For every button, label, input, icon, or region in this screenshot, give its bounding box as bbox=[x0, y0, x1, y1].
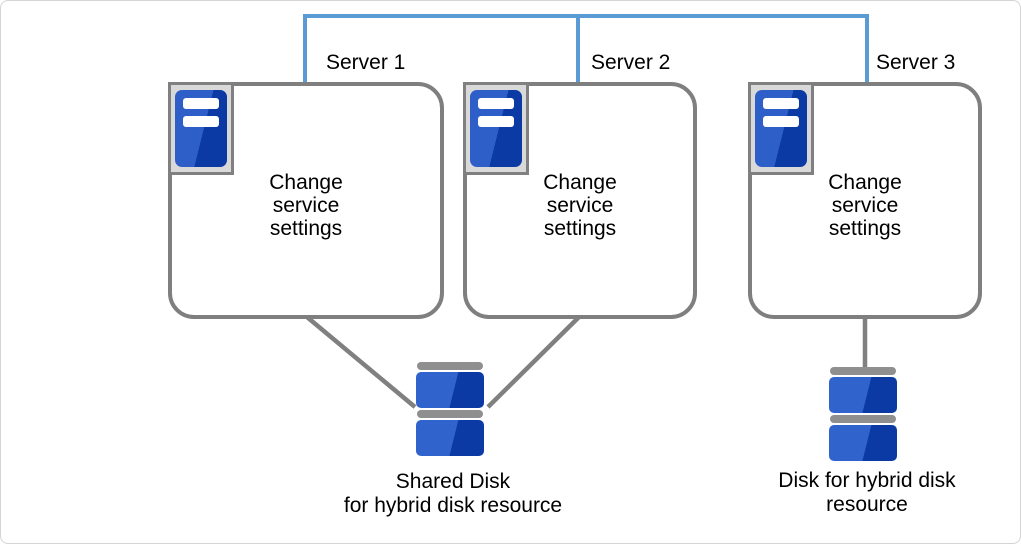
shared-disk-caption: Shared Disk for hybrid disk resource bbox=[343, 470, 563, 517]
disk-middle-bar bbox=[830, 415, 896, 423]
server-slot-bar bbox=[183, 116, 219, 127]
server3-label: Server 3 bbox=[876, 51, 956, 74]
server2-label: Server 2 bbox=[591, 51, 671, 74]
network-line bbox=[303, 14, 869, 82]
disk-platter bbox=[829, 377, 897, 413]
server2-action-text: Change service settings bbox=[543, 171, 617, 240]
disk-platter bbox=[829, 425, 897, 461]
server1-action-text: Change service settings bbox=[269, 171, 343, 240]
disk-top-bar bbox=[417, 362, 483, 370]
connector-server1-shared-disk bbox=[305, 315, 417, 409]
server-tower-icon bbox=[175, 90, 227, 167]
server1-icon bbox=[168, 82, 234, 175]
disk-platter bbox=[416, 420, 484, 456]
server2-box bbox=[463, 82, 697, 319]
server-tower-icon bbox=[470, 90, 522, 167]
server-slot-bar bbox=[763, 98, 799, 109]
server-slot-bar bbox=[763, 116, 799, 127]
server-slot-bar bbox=[478, 98, 514, 109]
hybrid-disk-icon bbox=[829, 367, 897, 461]
disk-top-bar bbox=[830, 367, 896, 375]
server1-label: Server 1 bbox=[326, 51, 406, 74]
server2-icon bbox=[463, 82, 529, 175]
connector-server2-shared-disk bbox=[486, 315, 581, 409]
server-tower-icon bbox=[755, 90, 807, 167]
server-slot-bar bbox=[183, 98, 219, 109]
server3-icon bbox=[748, 82, 814, 175]
hybrid-disk-caption: Disk for hybrid disk resource bbox=[778, 469, 956, 516]
shared-disk-icon bbox=[416, 362, 484, 456]
server-slot-bar bbox=[478, 116, 514, 127]
disk-middle-bar bbox=[417, 410, 483, 418]
disk-platter bbox=[416, 372, 484, 408]
server3-action-text: Change service settings bbox=[828, 171, 902, 240]
